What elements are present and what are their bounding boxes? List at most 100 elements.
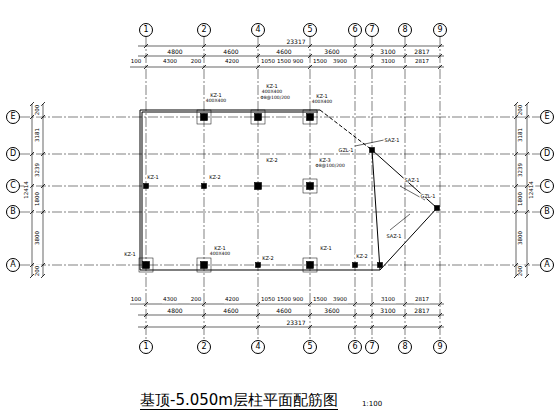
axis-bubble: E — [6, 110, 20, 124]
axis-bubble: 9 — [433, 23, 447, 37]
dimension-text: 200 — [518, 104, 524, 117]
dimension-text: 4800 — [166, 308, 183, 314]
dimension-text: 3181 — [518, 127, 524, 143]
dimension-text: 2817 — [413, 308, 430, 314]
axis-line — [146, 37, 147, 340]
wall-outline — [142, 112, 318, 268]
dimension-text: 3900 — [332, 297, 348, 303]
axis-number: D — [10, 150, 16, 158]
column-annotation: 400X400 — [205, 99, 227, 104]
axis-number: E — [10, 113, 15, 121]
dimension-text: 4600 — [222, 308, 239, 314]
dimension-text: 23317 — [285, 39, 306, 45]
column-annotation: Φ8@100/200 — [314, 164, 346, 169]
axis-bubble: D — [6, 147, 20, 161]
axis-number: 8 — [402, 26, 407, 34]
dimension-line — [138, 46, 444, 47]
dimension-text: 100 — [130, 59, 143, 65]
dimension-line — [138, 56, 444, 57]
dimension-text: 1500 — [276, 59, 292, 65]
dimension-text: 900 — [292, 297, 305, 303]
column — [435, 206, 440, 211]
axis-number: C — [10, 182, 16, 190]
dimension-text: 4600 — [275, 49, 292, 55]
axis-number: 6 — [352, 26, 357, 34]
axis-bubble: 6 — [348, 340, 362, 354]
dimension-text: 1500 — [312, 59, 328, 65]
axis-bubble: 6 — [348, 23, 362, 37]
dimension-line — [130, 67, 444, 68]
column-annotation: GZL-1 — [420, 194, 437, 199]
axis-line — [20, 212, 540, 213]
dimension-tick — [30, 274, 34, 278]
dimension-tick — [525, 274, 529, 278]
dimension-text: 1050 — [260, 59, 276, 65]
dimension-text: 4600 — [222, 49, 239, 55]
dimension-text: 200 — [35, 104, 41, 117]
axis-number: 5 — [307, 26, 312, 34]
axis-line — [405, 37, 406, 340]
axis-bubble: 5 — [303, 340, 317, 354]
dimension-text: 4200 — [224, 297, 240, 303]
axis-line — [440, 37, 441, 340]
dimension-text: 12414 — [529, 180, 535, 200]
dimension-text: 3181 — [35, 127, 41, 143]
dimension-text: 200 — [190, 297, 203, 303]
drawing-title: 基顶-5.050m层柱平面配筋图 — [140, 392, 338, 410]
axis-bubble: D — [540, 147, 554, 161]
dimension-text: 200 — [518, 265, 524, 278]
column-annotation: GZL-1 — [338, 148, 355, 153]
dimension-text: 3800 — [35, 230, 41, 246]
axis-bubble: A — [6, 258, 20, 272]
scale-text: 1:100 — [361, 401, 383, 408]
dimension-text: 3239 — [518, 162, 524, 178]
axis-bubble: 2 — [197, 340, 211, 354]
dimension-text: 3900 — [332, 59, 348, 65]
dimension-text: 100 — [130, 297, 143, 303]
dimension-text: 3100 — [380, 59, 396, 65]
axis-number: 4 — [255, 26, 260, 34]
dimension-line — [138, 327, 444, 328]
axis-number: 1 — [143, 343, 148, 351]
dimension-text: 3100 — [379, 49, 396, 55]
dimension-text: 200 — [35, 265, 41, 278]
dimension-text: 1500 — [276, 297, 292, 303]
axis-bubble: 7 — [365, 340, 379, 354]
wall-outline — [140, 110, 320, 270]
axis-number: 2 — [201, 343, 206, 351]
axis-bubble: E — [540, 110, 554, 124]
dimension-text: 4800 — [166, 49, 183, 55]
axis-number: B — [10, 208, 16, 216]
axis-number: 4 — [255, 343, 260, 351]
column-annotation: KZ-1 — [265, 84, 279, 89]
axis-line — [355, 37, 356, 340]
axis-line — [258, 37, 259, 340]
column-annotation: 400X400 — [311, 100, 333, 105]
dimension-line — [32, 104, 33, 276]
axis-number: 1 — [143, 26, 148, 34]
dimension-line — [138, 315, 444, 316]
axis-number: 7 — [369, 343, 374, 351]
column-annotation: KZ-1 — [315, 94, 329, 99]
column-annotation: KZ-2 — [208, 175, 222, 180]
axis-number: C — [544, 182, 550, 190]
axis-bubble: 4 — [251, 23, 265, 37]
column-annotation: KZ-1 — [146, 175, 160, 180]
dimension-text: 12414 — [24, 180, 30, 200]
column-annotation: 400X400 — [209, 252, 231, 257]
dimension-text: 4200 — [224, 59, 240, 65]
wall-outline — [140, 270, 380, 271]
column-annotation: SAZ-1 — [383, 138, 400, 143]
dimension-text: 3100 — [380, 297, 396, 303]
axis-number: 2 — [201, 26, 206, 34]
leader-line — [355, 140, 384, 146]
dimension-text: 1050 — [260, 297, 276, 303]
axis-number: 7 — [369, 26, 374, 34]
axis-line — [310, 37, 311, 340]
dimension-tick — [525, 102, 529, 106]
dimension-text: 4600 — [275, 308, 292, 314]
axis-bubble: 1 — [139, 340, 153, 354]
axis-bubble: A — [540, 258, 554, 272]
dimension-text: 3239 — [35, 162, 41, 178]
